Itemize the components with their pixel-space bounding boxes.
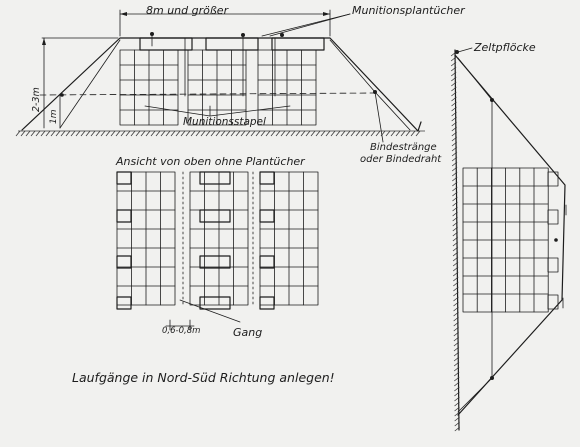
- tarp-end: [199, 255, 231, 269]
- tarps-label: Munitionsplantücher: [352, 4, 465, 17]
- stack-plan: [259, 171, 319, 306]
- ground-hatching: [15, 130, 425, 137]
- tarp-end: [259, 255, 275, 269]
- tarp-block: [205, 37, 259, 51]
- tarp-end: [259, 209, 275, 223]
- elevation-view: [15, 9, 425, 143]
- pegs-label: Zeltpflöcke: [474, 41, 536, 54]
- stack-plan: [189, 171, 249, 306]
- stack-side: [119, 49, 179, 126]
- tarp-end: [199, 296, 231, 310]
- ammunition-stacks-side: [119, 49, 317, 126]
- height-label: 2-3m: [31, 87, 42, 112]
- tarp-end: [116, 255, 132, 269]
- spacing-dimension: [165, 299, 241, 331]
- stack-plan: [116, 171, 176, 306]
- tarp-end: [199, 209, 231, 223]
- plan-view-grid: [116, 171, 319, 310]
- stack-side: [257, 49, 317, 126]
- aisle-label: Gang: [233, 326, 263, 339]
- tarp-end: [116, 209, 132, 223]
- stack-side-view: [462, 167, 549, 313]
- tarp-block: [139, 37, 193, 51]
- ropes-label-line2: oder Bindedraht: [360, 154, 442, 165]
- instruction-text: Laufgänge in Nord-Süd Richtung anlegen!: [72, 370, 335, 385]
- tarp-end: [259, 296, 275, 310]
- tarp-end: [116, 171, 132, 185]
- spacing-label: 0,6-0,8m: [162, 326, 201, 336]
- tarp-end: [116, 296, 132, 310]
- stack-label: Munitionsstapel: [183, 116, 266, 128]
- side-view: [450, 47, 567, 432]
- tarp-block: [271, 37, 325, 51]
- width-label: 8m und größer: [146, 4, 229, 17]
- ropes-label-line1: Bindestränge: [370, 142, 437, 153]
- tarp-end: [259, 171, 275, 185]
- clearance-label: 1m: [49, 109, 59, 125]
- top-view-label: Ansicht von oben ohne Plantücher: [116, 155, 305, 168]
- tarp-end: [199, 171, 231, 185]
